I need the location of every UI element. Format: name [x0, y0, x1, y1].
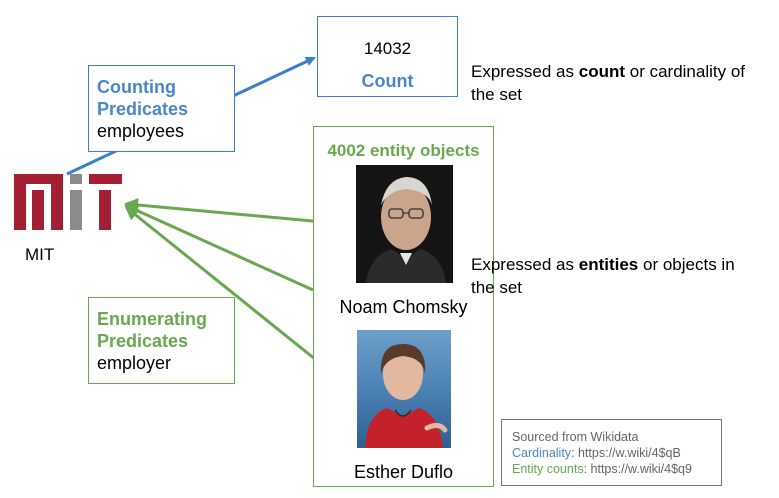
count-desc-prefix: Expressed as — [471, 62, 579, 81]
entity-count-title: 4002 entity objects — [327, 141, 480, 160]
entity-objects-box: 4002 entity objects Noam Chomsky Esther … — [313, 126, 494, 487]
count-box: 14032 Count — [317, 16, 458, 97]
duflo-photo — [357, 330, 451, 448]
entity-counts-label: Entity counts — [512, 462, 584, 476]
count-value: 14032 — [363, 39, 412, 58]
cardinality-label: Cardinality — [512, 446, 572, 460]
chomsky-photo — [356, 165, 453, 283]
mit-logo-icon — [14, 174, 122, 230]
source-note-box: Sourced from Wikidata Cardinality: https… — [501, 419, 722, 486]
count-label: Count — [361, 71, 414, 91]
entity-desc-suffix: or objects in — [638, 255, 735, 274]
box-to-mit-arrow — [124, 204, 314, 292]
entity-desc-prefix: Expressed as — [471, 255, 579, 274]
entity-desc-line2: the set — [471, 278, 523, 297]
enumerating-predicate: employer — [97, 353, 172, 373]
person-name-duflo: Esther Duflo — [353, 462, 454, 482]
source-cardinality-line: Cardinality: https://w.wiki/4$qB — [512, 445, 721, 461]
entity-counts-link[interactable]: : https://w.wiki/4$q9 — [583, 462, 692, 476]
enumerating-title-line1: Enumerating — [97, 309, 208, 329]
counting-predicates-box: Counting Predicates employees — [88, 65, 235, 152]
enumerating-title-line2: Predicates — [97, 331, 189, 351]
source-heading: Sourced from Wikidata — [512, 430, 639, 444]
entity-desc-bold: entities — [578, 255, 639, 274]
counting-title-line1: Counting — [97, 77, 176, 97]
count-description: Expressed as count or cardinality of the… — [471, 60, 745, 106]
org-label: MIT — [25, 245, 55, 264]
count-desc-suffix: or cardinality of — [625, 62, 746, 81]
counting-predicate: employees — [97, 121, 185, 141]
count-desc-line2: the set — [471, 85, 523, 104]
entity-description: Expressed as entities or objects in the … — [471, 253, 735, 299]
source-entity-line: Entity counts: https://w.wiki/4$q9 — [512, 461, 721, 477]
enumerating-predicates-box: Enumerating Predicates employer — [88, 297, 235, 384]
person-name-chomsky: Noam Chomsky — [339, 297, 468, 317]
counting-title-line2: Predicates — [97, 99, 189, 119]
count-desc-bold: count — [578, 62, 626, 81]
cardinality-link[interactable]: : https://w.wiki/4$qB — [571, 446, 681, 460]
